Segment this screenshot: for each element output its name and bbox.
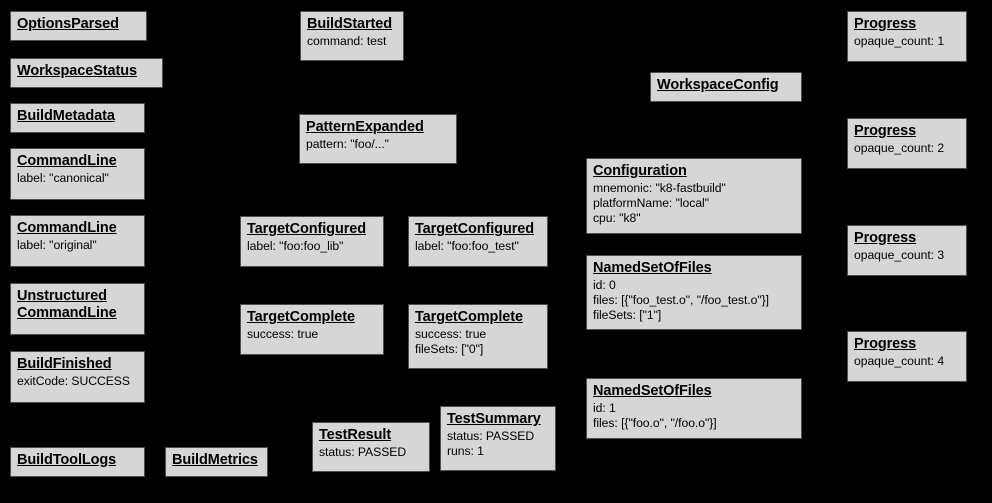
node-field: status: PASSED (447, 429, 535, 444)
node-field: pattern: "foo/..." (306, 137, 389, 152)
node-target-configured-foo-lib[interactable]: TargetConfigured label: "foo:foo_lib" (240, 216, 384, 267)
node-progress-3[interactable]: Progress opaque_count: 3 (847, 225, 967, 276)
node-field: label: "canonical" (17, 171, 109, 186)
node-field: id: 1 (593, 401, 616, 416)
node-test-result[interactable]: TestResult status: PASSED (312, 422, 430, 472)
node-build-tool-logs[interactable]: BuildToolLogs (10, 447, 145, 477)
node-field: label: "original" (17, 238, 97, 253)
node-field: fileSets: ["0"] (415, 341, 484, 356)
node-title: NamedSetOfFiles (593, 260, 712, 276)
node-command-line-original[interactable]: CommandLine label: "original" (10, 215, 145, 267)
node-unstructured-command-line[interactable]: Unstructured CommandLine (10, 283, 145, 335)
node-target-configured-foo-test[interactable]: TargetConfigured label: "foo:foo_test" (408, 216, 548, 267)
node-title: TargetConfigured (247, 221, 366, 237)
node-progress-2[interactable]: Progress opaque_count: 2 (847, 118, 967, 169)
node-title: BuildMetadata (17, 108, 115, 124)
node-field: platformName: "local" (593, 195, 709, 210)
node-title: TestSummary (447, 411, 541, 427)
node-title: Progress (854, 123, 917, 139)
node-title: TargetConfigured (415, 221, 534, 237)
node-pattern-expanded[interactable]: PatternExpanded pattern: "foo/..." (299, 114, 457, 164)
node-title: CommandLine (17, 220, 117, 236)
node-field: label: "foo:foo_test" (415, 239, 519, 254)
node-fields: label: "canonical" (17, 171, 138, 186)
node-field: opaque_count: 1 (854, 34, 945, 49)
node-fields: mnemonic: "k8-fastbuild"platformName: "l… (593, 181, 795, 225)
node-title: Progress (854, 230, 917, 246)
node-fields: label: "original" (17, 238, 138, 253)
node-field: success: true (415, 327, 487, 342)
node-title: WorkspaceConfig (657, 77, 779, 93)
node-title: BuildToolLogs (17, 452, 117, 468)
node-field: files: [{"foo.o", "/foo.o"}] (593, 415, 717, 430)
node-field: opaque_count: 2 (854, 141, 945, 156)
node-title: BuildFinished (17, 356, 112, 372)
node-fields: label: "foo:foo_test" (415, 239, 541, 254)
node-fields: success: true (247, 327, 377, 342)
node-build-metadata[interactable]: BuildMetadata (10, 103, 145, 133)
node-fields: opaque_count: 1 (854, 34, 960, 49)
node-title: TargetComplete (415, 309, 523, 325)
node-fields: opaque_count: 3 (854, 248, 960, 263)
node-field: exitCode: SUCCESS (17, 374, 130, 389)
node-fields: opaque_count: 2 (854, 141, 960, 156)
node-fields: status: PASSED (319, 445, 423, 460)
node-title: Configuration (593, 163, 687, 179)
node-title: NamedSetOfFiles (593, 383, 712, 399)
node-fields: exitCode: SUCCESS (17, 374, 138, 389)
node-field: label: "foo:foo_lib" (247, 239, 344, 254)
node-field: command: test (307, 34, 387, 49)
node-field: runs: 1 (447, 443, 484, 458)
node-field: cpu: "k8" (593, 210, 641, 225)
node-title: TargetComplete (247, 309, 355, 325)
node-title: WorkspaceStatus (17, 63, 137, 79)
node-title: TestResult (319, 427, 392, 443)
node-workspace-status[interactable]: WorkspaceStatus (10, 58, 163, 88)
node-title: BuildMetrics (172, 452, 258, 468)
node-field: opaque_count: 3 (854, 248, 945, 263)
node-title: Unstructured CommandLine (17, 288, 117, 322)
node-field: status: PASSED (319, 445, 407, 460)
node-build-metrics[interactable]: BuildMetrics (165, 447, 268, 477)
node-title: PatternExpanded (306, 119, 424, 135)
node-options-parsed[interactable]: OptionsParsed (10, 11, 147, 41)
node-configuration[interactable]: Configuration mnemonic: "k8-fastbuild"pla… (586, 158, 802, 234)
node-command-line-canonical[interactable]: CommandLine label: "canonical" (10, 148, 145, 200)
node-fields: opaque_count: 4 (854, 354, 960, 369)
node-title: Progress (854, 336, 917, 352)
node-progress-1[interactable]: Progress opaque_count: 1 (847, 11, 967, 62)
node-field: mnemonic: "k8-fastbuild" (593, 181, 726, 196)
node-field: fileSets: ["1"] (593, 307, 662, 322)
node-field: success: true (247, 327, 319, 342)
node-fields: pattern: "foo/..." (306, 137, 450, 152)
node-progress-4[interactable]: Progress opaque_count: 4 (847, 331, 967, 382)
node-build-started[interactable]: BuildStarted command: test (300, 11, 404, 61)
node-fields: command: test (307, 34, 397, 49)
node-title: OptionsParsed (17, 16, 119, 32)
node-field: opaque_count: 4 (854, 354, 945, 369)
node-title: Progress (854, 16, 917, 32)
node-title: CommandLine (17, 153, 117, 169)
node-field: files: [{"foo_test.o", "/foo_test.o"}] (593, 292, 769, 307)
node-fields: label: "foo:foo_lib" (247, 239, 377, 254)
node-title: BuildStarted (307, 16, 393, 32)
node-build-finished[interactable]: BuildFinished exitCode: SUCCESS (10, 351, 145, 403)
node-field: id: 0 (593, 278, 616, 293)
node-workspace-config[interactable]: WorkspaceConfig (650, 72, 802, 102)
node-target-complete-foo-lib[interactable]: TargetComplete success: true (240, 304, 384, 355)
